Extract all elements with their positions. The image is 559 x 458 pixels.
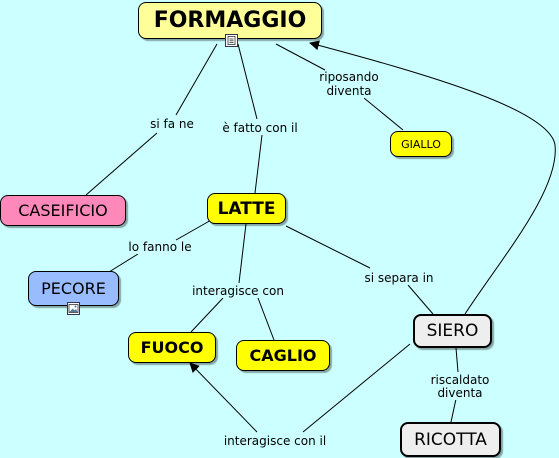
connector-line — [455, 347, 459, 373]
connector-line — [85, 132, 158, 196]
concept-ricotta-label: RICOTTA — [414, 429, 487, 450]
link-label-riscaldato: riscaldato — [425, 374, 495, 387]
concept-pecore-label: PECORE — [41, 279, 106, 298]
concept-siero[interactable]: SIERO — [413, 314, 492, 348]
link-label-interagisce-con-il: interagisce con il — [216, 435, 334, 448]
connector-line — [108, 253, 139, 273]
connector-line — [175, 43, 218, 116]
connector-line — [254, 134, 263, 194]
connector-line — [190, 297, 224, 333]
concept-pecore[interactable]: PECORE — [28, 271, 119, 306]
concept-formaggio-label: FORMAGGIO — [153, 8, 307, 33]
connector-line — [407, 284, 434, 315]
concept-fuoco[interactable]: FUOCO — [128, 332, 216, 363]
concept-giallo[interactable]: GIALLO — [390, 131, 452, 157]
connector-curve — [309, 40, 556, 315]
link-label-riposando: riposando — [314, 71, 384, 84]
connector-line — [237, 43, 258, 120]
link-label-interagisce-con: interagisce con — [188, 285, 288, 298]
concept-latte-label: LATTE — [217, 198, 276, 219]
concept-giallo-label: GIALLO — [401, 137, 441, 151]
connector-line — [175, 218, 214, 241]
connector-line — [302, 343, 411, 433]
connector-line — [275, 43, 326, 71]
link-label-e-fatto-con-il: è fatto con il — [214, 122, 306, 135]
connector-line — [285, 225, 371, 269]
concept-fuoco-label: FUOCO — [140, 338, 204, 357]
concept-siero-label: SIERO — [426, 321, 479, 341]
concept-caglio-label: CAGLIO — [249, 346, 317, 365]
connector-line — [238, 223, 247, 284]
link-label-lo-fanno-le: lo fanno le — [122, 241, 198, 254]
connector-line — [363, 97, 404, 131]
connector-line — [257, 297, 275, 341]
concept-caseificio-label: CASEIFICIO — [18, 201, 108, 220]
connector-line — [450, 398, 457, 423]
link-label-si-separa-in: si separa in — [356, 272, 442, 285]
concept-latte[interactable]: LATTE — [207, 193, 286, 224]
link-label-riposando-diventa: diventa — [319, 85, 379, 98]
image-icon[interactable] — [67, 302, 80, 315]
concept-caglio[interactable]: CAGLIO — [236, 340, 330, 371]
link-label-riscaldato-diventa: diventa — [430, 387, 490, 400]
concept-ricotta[interactable]: RICOTTA — [400, 422, 501, 457]
connector-line — [189, 362, 258, 433]
document-icon[interactable] — [225, 34, 238, 47]
link-label-si-fa-ne: si fa ne — [146, 118, 198, 131]
concept-caseificio[interactable]: CASEIFICIO — [0, 195, 126, 226]
